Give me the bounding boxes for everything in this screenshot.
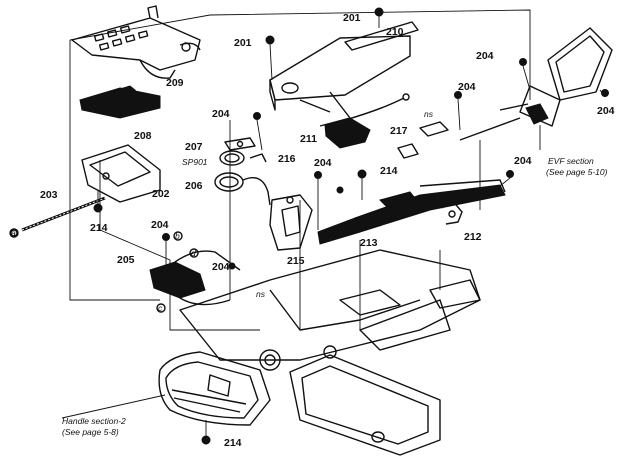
evf-note-line2: (See page 5-10) <box>546 167 608 177</box>
part-212-clip <box>441 199 463 225</box>
part-labels: 201 201 210 209 204 204 204 204 204 204 … <box>40 12 615 449</box>
part-sp901-speaker <box>219 150 245 166</box>
lcd-panel <box>289 354 441 456</box>
label-sp901: SP901 <box>182 157 208 167</box>
evf-note-line1: EVF section <box>548 156 594 166</box>
label-204h: 204 <box>212 261 230 273</box>
screw-204g <box>162 233 170 241</box>
label-209: 209 <box>166 77 184 89</box>
label-211: 211 <box>300 133 317 145</box>
section-notes: EVF section (See page 5-10) Handle secti… <box>62 156 608 437</box>
screw-214c <box>201 435 211 445</box>
part-ns-plate-top <box>419 121 449 137</box>
label-ns-mid: ns <box>256 289 266 299</box>
label-212: 212 <box>464 231 482 243</box>
label-214c: 214 <box>224 437 242 449</box>
svg-text:c: c <box>158 303 163 313</box>
label-204a: 204 <box>476 50 494 62</box>
svg-text:a: a <box>11 228 16 238</box>
screw-extra-2 <box>228 262 236 270</box>
part-203-shaft <box>10 196 106 237</box>
label-204e: 204 <box>314 157 332 169</box>
screw-204a <box>519 58 527 66</box>
label-201a: 201 <box>343 12 361 24</box>
part-208-sheet <box>79 85 161 119</box>
part-206-speaker-ring <box>214 172 271 206</box>
part-216-bracket <box>249 153 267 163</box>
handle-grip <box>158 351 271 426</box>
svg-text:b: b <box>175 231 180 241</box>
part-215-bracket <box>269 194 313 251</box>
label-202: 202 <box>152 188 170 200</box>
screw-214b <box>357 169 367 179</box>
svg-text:d: d <box>191 248 196 258</box>
evf-eyepiece-assembly <box>459 27 613 141</box>
part-217-plate <box>397 143 419 159</box>
part-213-flex-cable <box>317 179 506 245</box>
label-204d: 204 <box>212 108 230 120</box>
screw-extra <box>336 186 344 194</box>
screw-201a <box>374 7 384 17</box>
label-208: 208 <box>134 130 152 142</box>
screw-204f <box>506 170 514 178</box>
screw-204e <box>314 171 322 179</box>
part-211-connector <box>324 93 410 149</box>
label-207: 207 <box>185 141 203 153</box>
label-214b: 214 <box>380 165 398 177</box>
label-217: 217 <box>390 125 408 137</box>
label-204c: 204 <box>597 105 615 117</box>
reference-markers: a b c d <box>9 228 199 313</box>
part-205-connector <box>149 250 241 306</box>
label-214a: 214 <box>90 222 108 234</box>
label-206: 206 <box>185 180 203 192</box>
label-204g: 204 <box>151 219 169 231</box>
handle-note-line2: (See page 5-8) <box>62 427 119 437</box>
screw-201b <box>265 35 275 45</box>
label-216: 216 <box>278 153 296 165</box>
label-204f: 204 <box>514 155 532 167</box>
label-210: 210 <box>386 26 404 38</box>
leader-lines <box>61 16 606 436</box>
label-205: 205 <box>117 254 135 266</box>
label-203: 203 <box>40 189 58 201</box>
label-ns-top: ns <box>424 109 434 119</box>
part-209-key-board <box>71 5 201 79</box>
label-213: 213 <box>360 237 378 249</box>
part-202-board <box>81 144 161 203</box>
handle-note-line1: Handle section-2 <box>62 416 126 426</box>
camera-main-body <box>179 249 481 371</box>
screws <box>93 7 609 445</box>
label-215: 215 <box>287 255 305 267</box>
screw-204b <box>454 91 462 99</box>
label-201b: 201 <box>234 37 252 49</box>
label-204b: 204 <box>458 81 476 93</box>
screw-204d <box>253 112 261 120</box>
part-207-clip <box>224 137 256 151</box>
